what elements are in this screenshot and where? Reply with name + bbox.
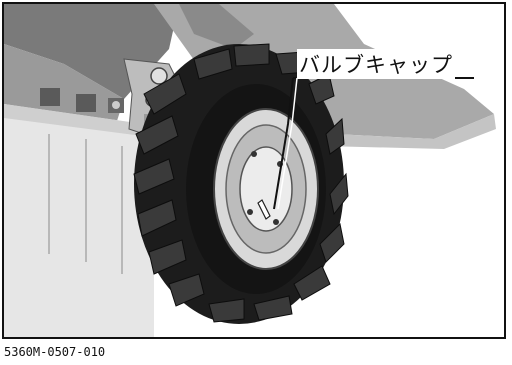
figure-id: 5360M-0507-010 [4, 345, 106, 359]
brackets [40, 88, 124, 113]
figure-frame: バルブキャップ [2, 2, 506, 339]
wheel-rim [213, 108, 319, 270]
machine-lower-panel [4, 104, 154, 337]
valve-cap-label: バルブキャップ [297, 49, 455, 79]
tiller-wheel-illustration [4, 4, 496, 337]
